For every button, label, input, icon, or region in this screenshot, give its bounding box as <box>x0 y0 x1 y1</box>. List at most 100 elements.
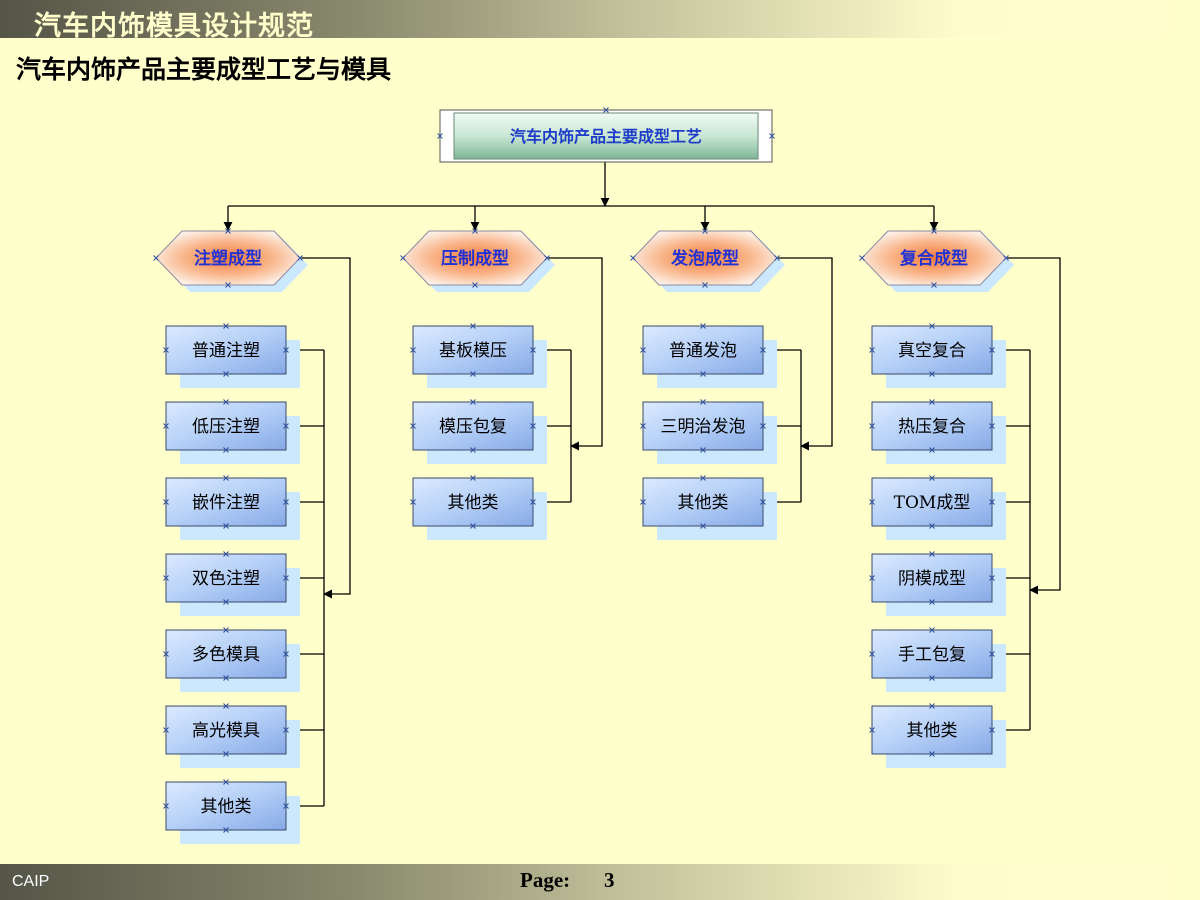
selection-handle <box>931 228 937 234</box>
selection-handle <box>223 599 229 605</box>
leaf-node-label: 其他类 <box>678 493 729 513</box>
leaf-node-label: 热压复合 <box>898 417 966 437</box>
leaf-node-label: 其他类 <box>448 493 499 513</box>
leaf-node <box>871 629 993 679</box>
selection-handle <box>989 347 995 353</box>
selection-handle <box>869 727 875 733</box>
category-to-leaves-connector <box>777 257 833 451</box>
category-node-label: 发泡成型 <box>670 248 739 269</box>
selection-handle <box>223 703 229 709</box>
category-to-leaves-connector <box>547 257 603 451</box>
selection-handle <box>760 423 766 429</box>
selection-handle <box>225 282 231 288</box>
leaf-node-label: 其他类 <box>201 797 252 817</box>
selection-handle <box>929 751 935 757</box>
selection-handle <box>223 523 229 529</box>
selection-handle <box>1003 255 1009 261</box>
selection-handle <box>603 107 609 113</box>
selection-handle <box>630 255 636 261</box>
leaf-node-label: 嵌件注塑 <box>192 493 260 513</box>
selection-handle <box>472 228 478 234</box>
selection-handle <box>283 575 289 581</box>
selection-handle <box>640 423 646 429</box>
selection-handle <box>283 727 289 733</box>
selection-handle <box>774 255 780 261</box>
selection-handle <box>223 323 229 329</box>
selection-handle <box>869 499 875 505</box>
header-bar <box>0 0 1200 38</box>
selection-handle <box>437 133 443 139</box>
selection-handle <box>869 575 875 581</box>
selection-handle <box>929 523 935 529</box>
selection-handle <box>297 255 303 261</box>
root-node-label: 汽车内饰产品主要成型工艺 <box>510 127 702 146</box>
selection-handle <box>700 447 706 453</box>
leaf-node <box>871 705 993 755</box>
selection-handle <box>989 499 995 505</box>
selection-handle <box>760 347 766 353</box>
selection-handle <box>163 727 169 733</box>
selection-handle <box>640 347 646 353</box>
leaf-node-label: 基板模压 <box>439 341 507 361</box>
selection-handle <box>702 228 708 234</box>
category-node-label: 注塑成型 <box>194 248 262 269</box>
selection-handle <box>869 423 875 429</box>
leaf-node-label: 双色注塑 <box>192 569 260 589</box>
selection-handle <box>544 255 550 261</box>
selection-handle <box>283 499 289 505</box>
selection-handle <box>929 703 935 709</box>
leaf-node-label: 高光模具 <box>192 721 260 741</box>
selection-handle <box>153 255 159 261</box>
selection-handle <box>700 323 706 329</box>
selection-handle <box>700 371 706 377</box>
selection-handle <box>223 675 229 681</box>
selection-handle <box>760 499 766 505</box>
category-to-leaves-connector <box>300 257 351 599</box>
selection-handle <box>769 133 775 139</box>
selection-handle <box>223 627 229 633</box>
selection-handle <box>283 651 289 657</box>
selection-handle <box>700 523 706 529</box>
selection-handle <box>163 651 169 657</box>
category-node-label: 压制成型 <box>441 248 509 269</box>
footer-page-label: Page: <box>520 868 571 892</box>
leaf-node-label: 低压注塑 <box>192 417 260 437</box>
selection-handle <box>470 399 476 405</box>
selection-handle <box>223 551 229 557</box>
header-title: 汽车内饰模具设计规范 <box>34 11 314 42</box>
leaf-node <box>642 401 764 451</box>
root-node <box>453 112 759 160</box>
selection-handle <box>470 323 476 329</box>
leaf-node <box>412 325 534 375</box>
leaf-node-label: 其他类 <box>907 721 958 741</box>
selection-handle <box>530 499 536 505</box>
selection-handle <box>989 423 995 429</box>
selection-handle <box>929 371 935 377</box>
selection-handle <box>223 399 229 405</box>
selection-handle <box>225 228 231 234</box>
selection-handle <box>869 651 875 657</box>
selection-handle <box>470 523 476 529</box>
leaf-node-label: 模压包复 <box>439 417 507 437</box>
footer-page-number: 3 <box>604 868 615 892</box>
selection-handle <box>410 423 416 429</box>
selection-handle <box>700 399 706 405</box>
selection-handle <box>530 347 536 353</box>
selection-handle <box>163 803 169 809</box>
leaf-node-label: 普通发泡 <box>669 341 737 361</box>
selection-handle <box>929 475 935 481</box>
selection-handle <box>283 803 289 809</box>
leaf-node <box>871 477 993 527</box>
selection-handle <box>929 551 935 557</box>
selection-handle <box>470 475 476 481</box>
selection-handle <box>931 282 937 288</box>
selection-handle <box>410 499 416 505</box>
selection-handle <box>163 423 169 429</box>
selection-handle <box>640 499 646 505</box>
selection-handle <box>223 779 229 785</box>
selection-handle <box>470 447 476 453</box>
leaf-node-label: TOM成型 <box>894 493 971 513</box>
leaf-node <box>871 401 993 451</box>
selection-handle <box>929 599 935 605</box>
selection-handle <box>530 423 536 429</box>
